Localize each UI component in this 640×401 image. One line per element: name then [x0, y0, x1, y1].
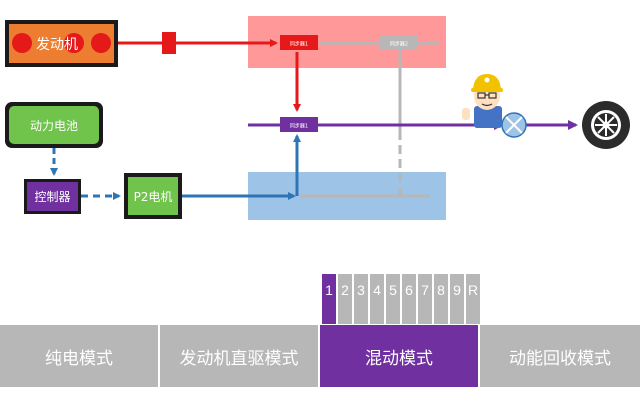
synchronizer-2-top — [380, 35, 418, 50]
gear-3: 3 — [354, 274, 368, 324]
gear-1: 1 — [322, 274, 336, 324]
gear-R: R — [466, 274, 480, 324]
powertrain-diagram: 发动机 同步器1 同步器2 同步器1 动力电池 控制器 P2电机 — [5, 16, 630, 220]
mode-tab-0[interactable]: 纯电模式 — [0, 325, 160, 387]
gear-2: 2 — [338, 274, 352, 324]
cylinder-icon — [91, 33, 111, 53]
mode-bar: 纯电模式发动机直驱模式混动模式动能回收模式 — [0, 325, 640, 387]
mode-tab-2[interactable]: 混动模式 — [320, 325, 480, 387]
cylinder-icon — [12, 33, 32, 53]
gear-9: 9 — [450, 274, 464, 324]
gear-4: 4 — [370, 274, 384, 324]
synchronizer-1-top-label: 同步器1 — [290, 42, 308, 48]
gear-8: 8 — [434, 274, 448, 324]
clutch — [162, 32, 176, 54]
motor-label: P2电机 — [134, 190, 173, 204]
wheel-icon — [582, 101, 630, 149]
controller-block — [27, 182, 78, 211]
mode-tab-1[interactable]: 发动机直驱模式 — [160, 325, 320, 387]
cylinder-icon — [64, 33, 84, 53]
synchronizer-1-top — [280, 35, 318, 50]
engine-label: 发动机 — [36, 37, 78, 53]
synchronizer-2-top-label: 同步器2 — [390, 42, 408, 48]
gear-7: 7 — [418, 274, 432, 324]
gear-6: 6 — [402, 274, 416, 324]
battery-block — [9, 106, 99, 144]
battery-label: 动力电池 — [30, 119, 78, 133]
gear-5: 5 — [386, 274, 400, 324]
synchronizer-1-mid-label: 同步器1 — [290, 124, 308, 130]
differential-cross — [505, 116, 523, 134]
synchronizer-1-mid — [280, 117, 318, 132]
controller-label: 控制器 — [34, 190, 70, 204]
worker-mascot-icon — [462, 74, 503, 128]
motor-block — [128, 177, 178, 215]
mode-tab-3[interactable]: 动能回收模式 — [480, 325, 640, 387]
